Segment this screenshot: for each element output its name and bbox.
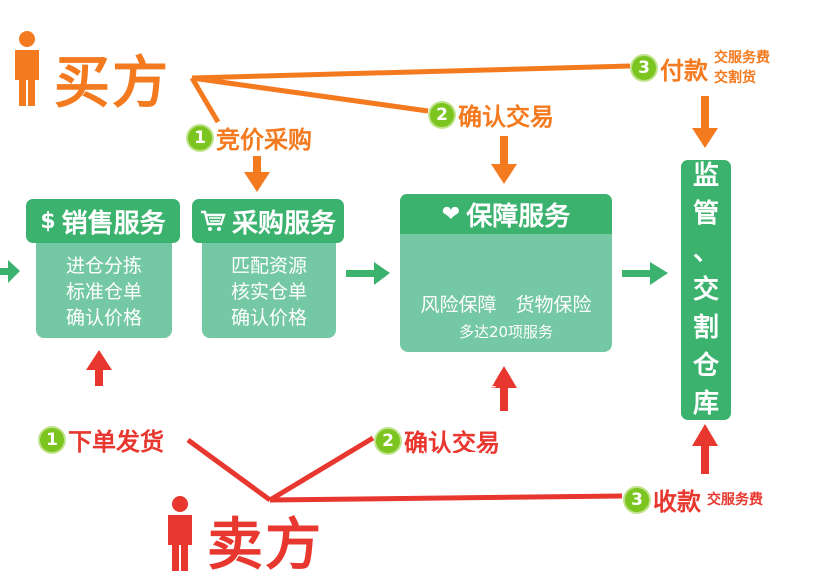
warehouse-box: 监 管 、 交 割 仓 库 — [681, 160, 731, 420]
sales-service-title: 销售服务 — [61, 208, 166, 239]
buyer-label: 买方 — [54, 51, 170, 116]
seller-to-confirm-line — [268, 435, 375, 503]
buyer-to-pay-line — [191, 63, 631, 81]
step-note: 交服务费 — [707, 491, 763, 508]
arrow-confirm-to-guarantee — [491, 136, 517, 184]
service-item: 进仓分拣 — [65, 255, 142, 277]
arrow-seller-confirm-to-guarantee — [491, 366, 517, 411]
warehouse-char: 监 — [692, 161, 719, 191]
step-number: 2 — [376, 428, 400, 453]
buyer-to-confirm-line — [191, 75, 429, 114]
step-bid: 1 竞价采购 — [188, 120, 312, 155]
guarantee-service-items: 风险保障 货物保险 标准仓单 先行结算 快速回款 竞价销售 — [400, 240, 612, 500]
dollar-icon: $ — [40, 208, 56, 234]
step-pay: 3 付款 交服务费 交割货 — [632, 48, 770, 88]
seller-label: 卖方 — [207, 513, 323, 578]
seller-to-receive-line — [269, 493, 623, 503]
step-number: 3 — [632, 56, 656, 80]
step-buyer-confirm: 2 确认交易 — [430, 97, 554, 132]
step-number: 1 — [40, 427, 64, 452]
arrow-receive-to-warehouse — [692, 424, 718, 474]
step-label: 付款 — [660, 56, 708, 85]
service-item: 标准仓单 — [65, 281, 142, 303]
service-item: 标准仓单 先行结算 — [420, 372, 592, 394]
seller-to-order-line — [186, 437, 272, 503]
step-number: 3 — [625, 487, 649, 512]
step-order: 1 下单发货 — [40, 422, 164, 457]
purchase-service-items: 匹配资源 核实仓单 确认价格 — [202, 253, 336, 331]
warehouse-char: 仓 — [692, 351, 719, 381]
warehouse-char: 管 — [692, 199, 719, 229]
arrow-guarantee-to-warehouse — [622, 262, 668, 285]
arrow-bid-to-purchase — [244, 156, 270, 192]
arrow-order-to-sales — [86, 350, 112, 386]
step-seller-confirm: 2 确认交易 — [376, 423, 500, 458]
warehouse-char: 割 — [692, 313, 719, 343]
step-label: 确认交易 — [404, 429, 500, 457]
step-label: 下单发货 — [68, 428, 164, 456]
warehouse-char: 交 — [692, 275, 719, 305]
buyer-to-bid-line — [189, 76, 221, 124]
service-item: 确认价格 — [65, 307, 142, 329]
step-receive: 3 收款 交服务费 — [625, 482, 763, 517]
warehouse-char: 、 — [692, 237, 719, 267]
service-item: 匹配资源 — [230, 255, 307, 277]
step-note: 交服务费 — [714, 50, 770, 66]
guarantee-service-title: 保障服务 — [466, 201, 571, 232]
guarantee-service-header: ❤ 保障服务 — [400, 194, 612, 234]
purchase-service-header: 采购服务 — [192, 199, 344, 243]
service-item: 确认价格 — [230, 307, 307, 329]
arrow-flow-entry — [0, 260, 20, 283]
service-item: 风险保障 货物保险 — [420, 294, 592, 316]
purchase-service-title: 采购服务 — [231, 208, 336, 239]
service-item: 快速回款 竞价销售 — [420, 450, 592, 472]
arrow-purchase-to-guarantee — [346, 262, 390, 285]
guarantee-service-footer: 多达20项服务 — [458, 323, 554, 341]
sales-service-header: $ 销售服务 — [26, 199, 180, 243]
heart-icon: ❤ — [441, 201, 461, 227]
warehouse-char: 库 — [692, 389, 719, 419]
step-label: 确认交易 — [458, 103, 554, 131]
service-item: 核实仓单 — [230, 281, 307, 303]
step-label: 收款 — [653, 488, 701, 516]
step-note: 交割货 — [714, 70, 756, 86]
sales-service-items: 进仓分拣 标准仓单 确认价格 — [36, 253, 172, 331]
step-label: 竞价采购 — [216, 126, 312, 154]
seller-person-icon — [168, 496, 192, 571]
arrow-pay-to-warehouse — [692, 96, 718, 148]
cart-icon — [200, 210, 226, 231]
buyer-person-icon — [15, 31, 39, 106]
step-number: 1 — [188, 125, 212, 150]
step-number: 2 — [430, 102, 454, 127]
